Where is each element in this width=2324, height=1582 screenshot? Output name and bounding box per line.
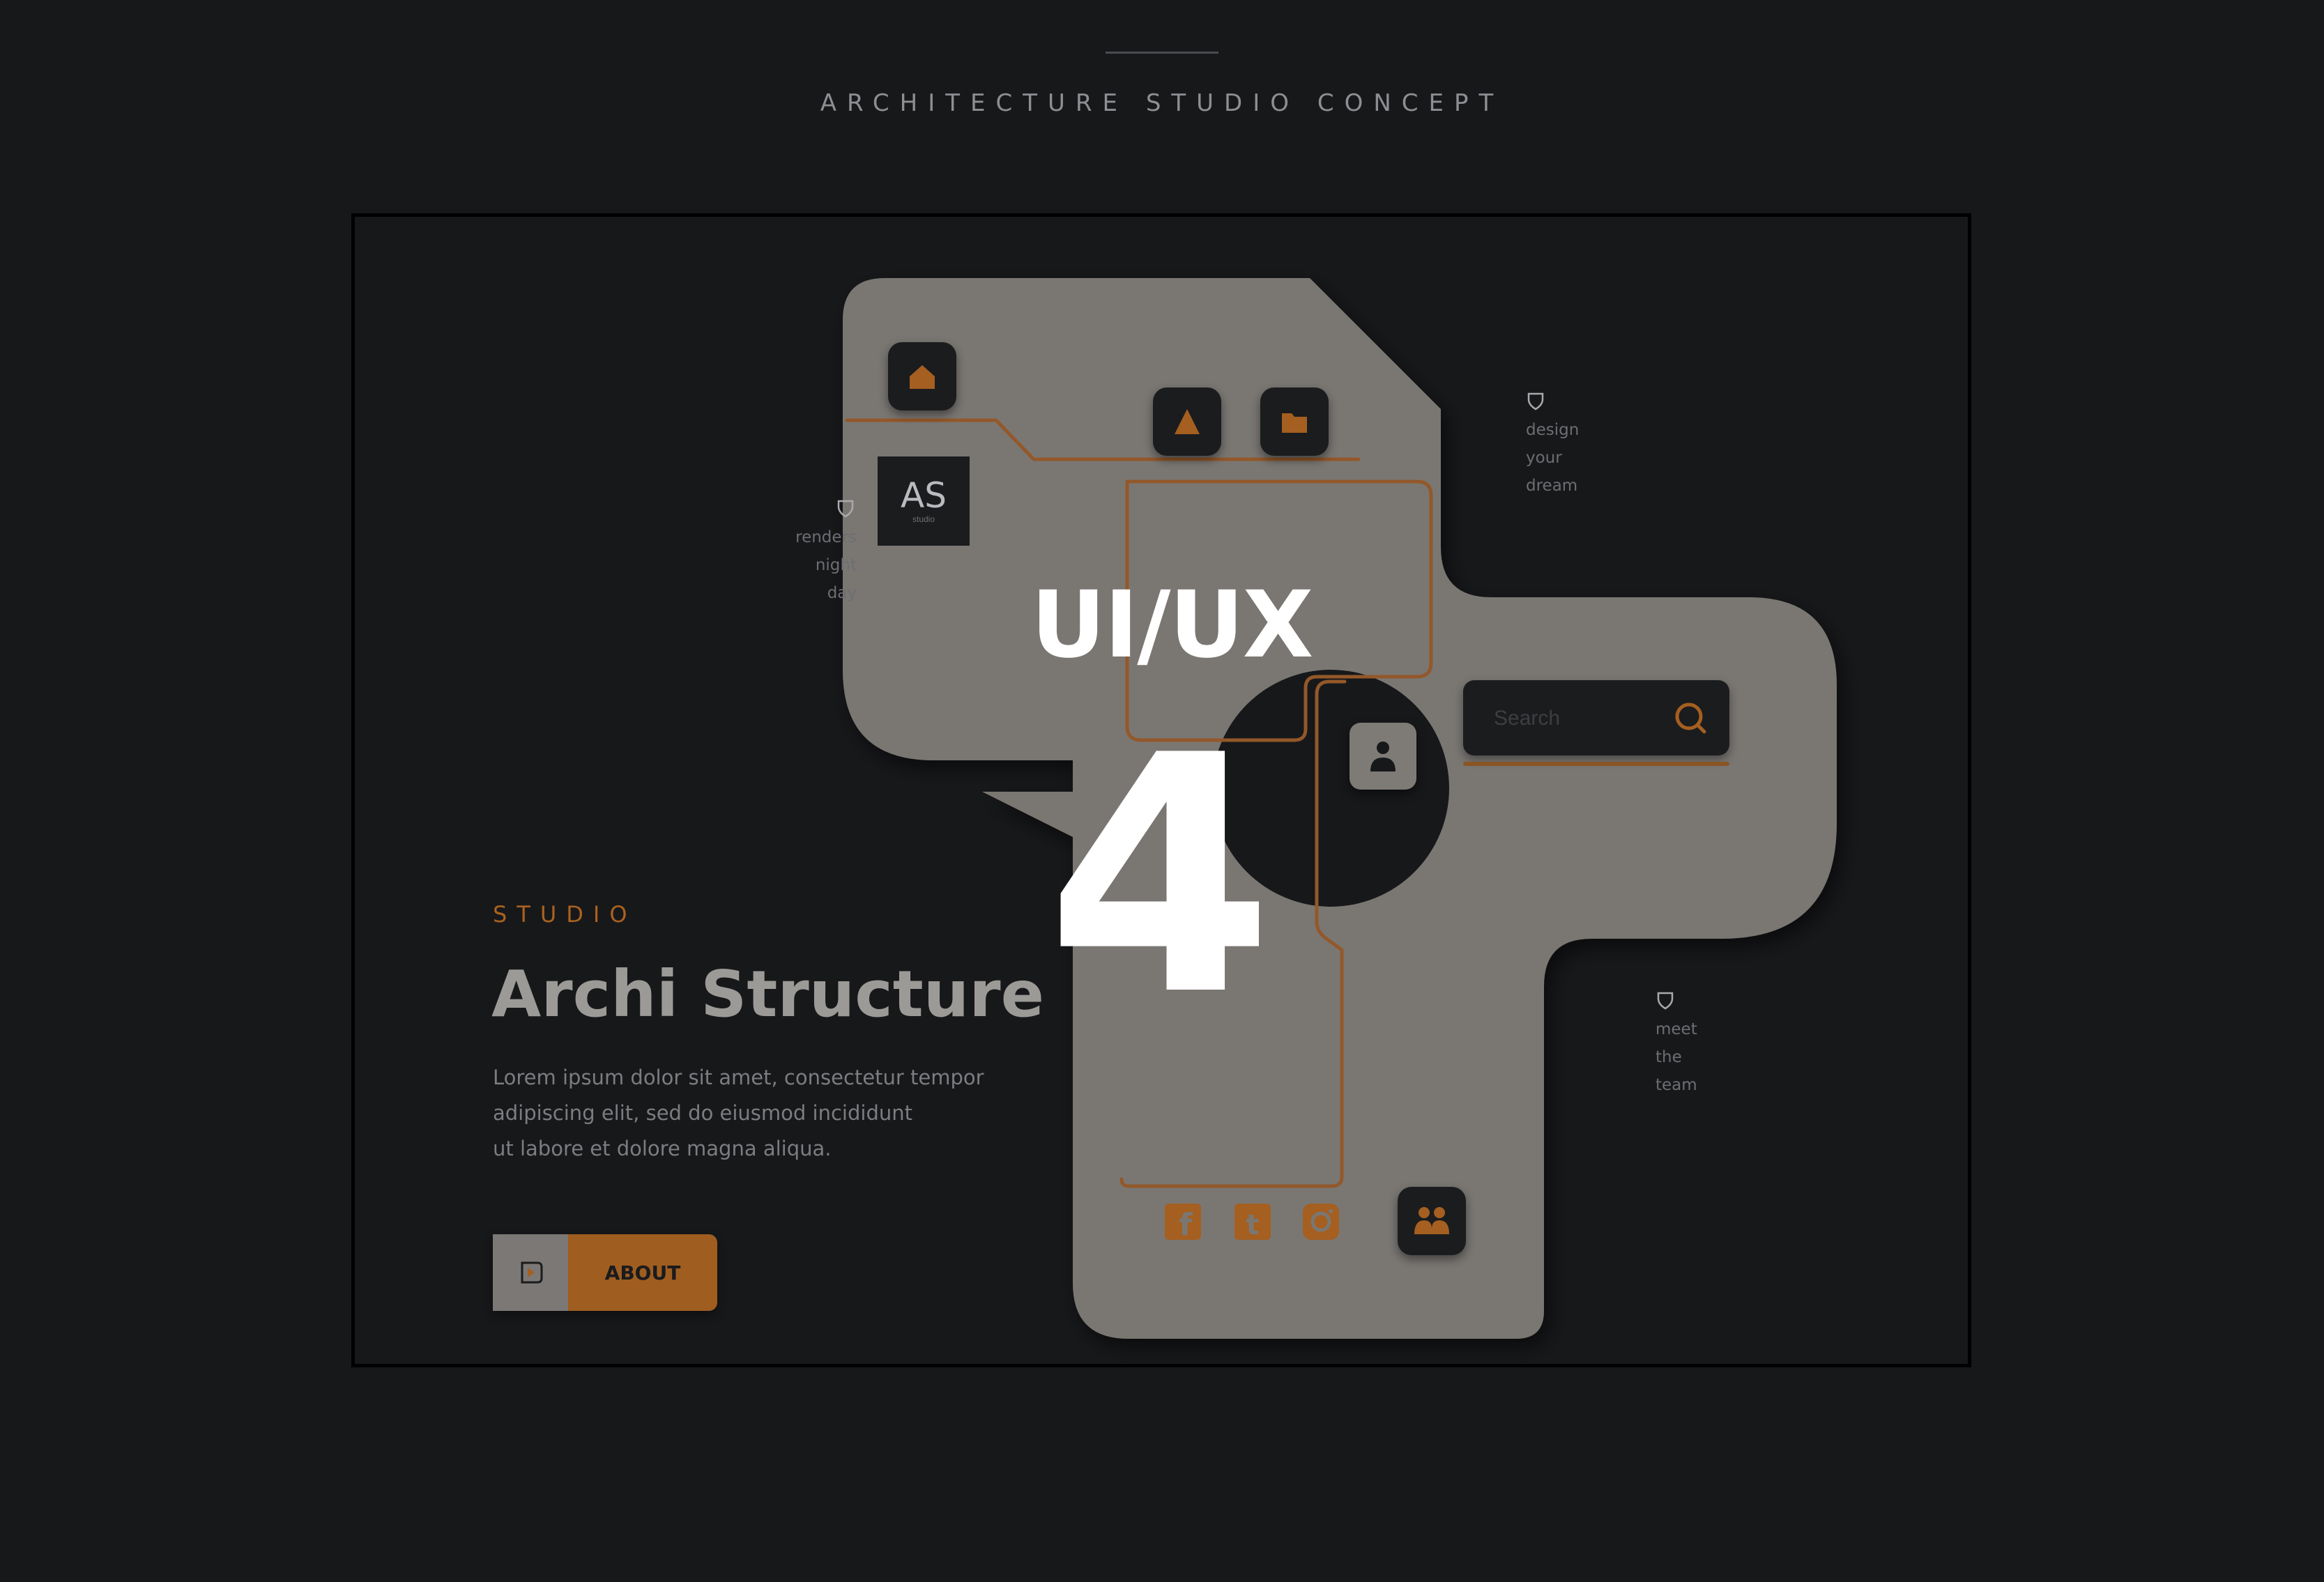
play-icon (521, 1261, 543, 1284)
note-team: meet the team (1656, 990, 1795, 1099)
hero-body-line: Lorem ipsum dolor sit amet, consectetur … (493, 1066, 984, 1089)
hero-body-line: ut labore et dolore magna aliqua. (493, 1137, 832, 1160)
hero-body-line: adipiscing elit, sed do eiusmod incididu… (493, 1101, 912, 1125)
facebook-icon[interactable]: f (1163, 1202, 1202, 1241)
note-renders: renders night day (717, 498, 857, 607)
note-line: team (1656, 1076, 1697, 1094)
pin-icon (837, 500, 854, 518)
about-label: ABOUT (568, 1234, 717, 1311)
note-line: dream (1526, 477, 1578, 495)
note-line: renders (795, 528, 857, 546)
note-design: design your dream (1526, 391, 1665, 500)
note-line: your (1526, 449, 1562, 467)
triangle-icon (1175, 409, 1200, 434)
team-button[interactable] (1398, 1187, 1466, 1255)
note-line: design (1526, 421, 1580, 439)
note-line: day (827, 584, 857, 602)
header-divider (1106, 52, 1218, 54)
hero-title: Archi Structure (491, 957, 1045, 1031)
about-button[interactable]: ABOUT (493, 1234, 717, 1311)
app-frame: AS studio renders night day design your … (351, 213, 1971, 1367)
overlay-number: 4 (1046, 686, 1274, 1067)
tumblr-icon[interactable]: t (1233, 1202, 1272, 1241)
note-line: meet (1656, 1020, 1697, 1038)
page-title: ARCHITECTURE STUDIO CONCEPT (820, 89, 1504, 117)
pin-icon (1527, 392, 1544, 410)
search-icon[interactable] (1672, 700, 1708, 736)
files-button[interactable] (1260, 387, 1329, 456)
projects-button[interactable] (1153, 387, 1221, 456)
logo-text: AS (901, 475, 947, 516)
home-button[interactable] (888, 342, 956, 410)
note-line: night (815, 556, 857, 574)
pin-icon (1657, 992, 1674, 1010)
search-underline (1463, 762, 1729, 766)
instagram-icon[interactable] (1301, 1202, 1340, 1241)
hero-eyebrow: STUDIO (493, 901, 637, 928)
hero-body: Lorem ipsum dolor sit amet, consectetur … (493, 1060, 1023, 1167)
note-line: the (1656, 1048, 1682, 1066)
about-icon-wrap (493, 1234, 568, 1311)
svg-text:f: f (1179, 1207, 1193, 1241)
logo-subtext: studio (912, 514, 935, 524)
user-icon (1370, 742, 1396, 771)
svg-text:t: t (1246, 1209, 1259, 1241)
profile-button[interactable] (1350, 723, 1416, 790)
home-icon (910, 365, 935, 389)
studio-logo[interactable]: AS studio (878, 456, 970, 546)
search-input[interactable] (1492, 697, 1676, 740)
overlay-title: UI/UX (1031, 571, 1313, 679)
team-icon (1414, 1207, 1449, 1234)
folder-icon (1282, 413, 1307, 433)
search-bar (1463, 680, 1729, 755)
